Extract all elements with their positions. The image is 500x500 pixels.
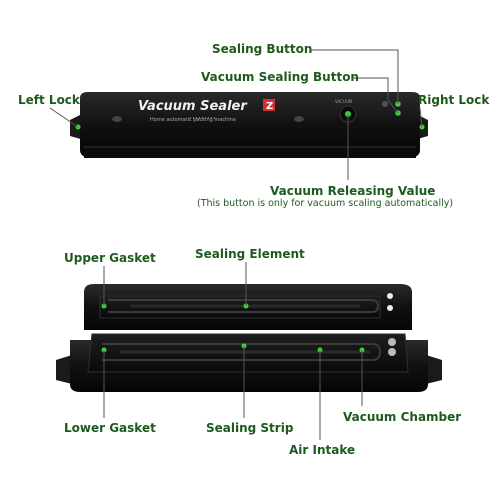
svg-text:VACUUM: VACUUM: [335, 99, 353, 104]
label-lower-gasket: Lower Gasket: [64, 421, 156, 435]
label-air-intake: Air Intake: [289, 443, 356, 457]
label-vacuum-sealing-button: Vacuum Sealing Button: [201, 70, 359, 84]
leader-vacuum-sealing: [352, 77, 399, 114]
label-vacuum-releasing-value: Vacuum Releasing Value: [270, 184, 436, 198]
leader-left-lock: [49, 107, 79, 128]
svg-text:Z: Z: [266, 101, 273, 112]
device-brand-text: Vacuum Sealer: [138, 99, 248, 114]
label-vacuum-chamber: Vacuum Chamber: [343, 410, 462, 424]
sealer-open: [56, 284, 442, 392]
label-sealing-strip: Sealing Strip: [206, 421, 294, 435]
sealer-closed: Vacuum Sealer Z Home automatic packing m…: [70, 92, 428, 158]
label-left-lock: Left Lock: [18, 93, 80, 107]
label-sealing-button: Sealing Button: [212, 42, 313, 56]
leader-right-lock: [419, 107, 423, 128]
label-upper-gasket: Upper Gasket: [64, 251, 156, 265]
device-tagline: Home automatic packing machine: [150, 117, 236, 123]
label-vacuum-releasing-note: (This button is only for vacuum scaling …: [197, 198, 454, 209]
label-right-lock: Right Lock: [418, 93, 490, 107]
label-sealing-element: Sealing Element: [195, 247, 305, 261]
leader-sealing-button: [310, 49, 399, 104]
